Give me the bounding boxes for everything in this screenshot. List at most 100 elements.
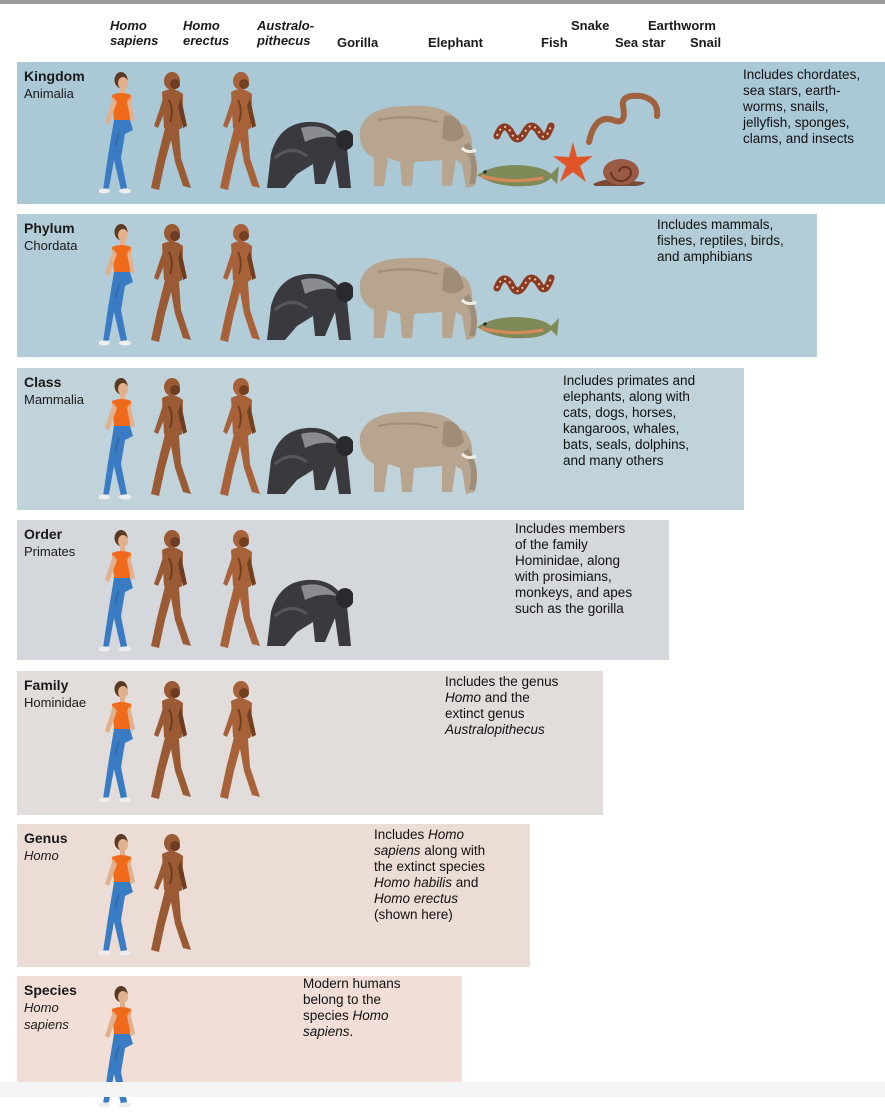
organism-human <box>99 70 145 201</box>
description-line: elephants, along with <box>563 389 695 405</box>
description-line: and amphibians <box>657 249 784 265</box>
column-header-snake: Snake <box>571 18 609 33</box>
description-line: species Homo <box>303 1008 401 1024</box>
description-line: extinct genus <box>445 706 558 722</box>
taxon-name: Mammalia <box>24 391 84 408</box>
description-line: worms, snails, <box>743 99 860 115</box>
column-header-homo-erectus: Homo erectus <box>183 18 229 48</box>
organism-australopithecus <box>218 222 264 351</box>
description-line: Includes members <box>515 521 632 537</box>
taxon-name: Homo sapiens <box>24 999 77 1033</box>
description-line: (shown here) <box>374 907 485 923</box>
rank-name: Family <box>24 677 86 694</box>
description-line: the extinct species <box>374 859 485 875</box>
description-line: Homo and the <box>445 690 558 706</box>
description-line: of the family <box>515 537 632 553</box>
organism-human <box>99 222 145 353</box>
rank-name: Genus <box>24 830 68 847</box>
taxon-name: Animalia <box>24 85 85 102</box>
description-line: such as the gorilla <box>515 601 632 617</box>
description-line: with prosimians, <box>515 569 632 585</box>
organism-snail <box>591 154 649 193</box>
organism-erectus <box>149 70 195 199</box>
top-rule <box>0 0 885 4</box>
column-header-snail: Snail <box>690 35 721 50</box>
organism-human <box>99 679 145 810</box>
description-line: Includes the genus <box>445 674 558 690</box>
description-line: Australopithecus <box>445 722 558 738</box>
organism-snake <box>493 116 555 157</box>
description-line: Includes mammals, <box>657 217 784 233</box>
organism-earthworm <box>583 92 663 153</box>
description-line: Hominidae, along <box>515 553 632 569</box>
level-description: Includes chordates,sea stars, earth-worm… <box>743 67 860 147</box>
organism-human <box>99 528 145 659</box>
organism-elephant <box>348 252 480 349</box>
organism-erectus <box>149 376 195 505</box>
rank-name: Kingdom <box>24 68 85 85</box>
organism-fish <box>473 312 561 347</box>
column-header-australopithecus: Australo- pithecus <box>257 18 314 48</box>
organism-snake <box>493 268 555 309</box>
description-line: cats, dogs, horses, <box>563 405 695 421</box>
description-line: and many others <box>563 453 695 469</box>
description-line: monkeys, and apes <box>515 585 632 601</box>
organism-elephant <box>348 406 480 503</box>
organism-australopithecus <box>218 528 264 657</box>
description-line: Homo habilis and <box>374 875 485 891</box>
organism-erectus <box>149 832 195 961</box>
organism-australopithecus <box>218 679 264 808</box>
description-line: Includes chordates, <box>743 67 860 83</box>
organism-human <box>99 376 145 507</box>
description-line: jellyfish, sponges, <box>743 115 860 131</box>
column-header-gorilla: Gorilla <box>337 35 378 50</box>
organism-elephant <box>348 100 480 197</box>
rank-name: Species <box>24 982 77 999</box>
organism-gorilla <box>261 572 353 655</box>
description-line: Homo erectus <box>374 891 485 907</box>
description-line: Includes Homo <box>374 827 485 843</box>
description-line: sapiens along with <box>374 843 485 859</box>
description-line: belong to the <box>303 992 401 1008</box>
organism-erectus <box>149 222 195 351</box>
description-line: kangaroos, whales, <box>563 421 695 437</box>
rank-name: Phylum <box>24 220 77 237</box>
organism-fish <box>473 160 561 195</box>
column-header-sea-star: Sea star <box>615 35 666 50</box>
description-line: sea stars, earth- <box>743 83 860 99</box>
organism-erectus <box>149 528 195 657</box>
description-line: bats, seals, dolphins, <box>563 437 695 453</box>
bottom-edge <box>0 1082 885 1097</box>
rank-name: Class <box>24 374 84 391</box>
column-header-elephant: Elephant <box>428 35 483 50</box>
column-header-homo-sapiens: Homo sapiens <box>110 18 158 48</box>
description-line: sapiens. <box>303 1024 401 1040</box>
taxon-name: Chordata <box>24 237 77 254</box>
description-line: clams, and insects <box>743 131 860 147</box>
rank-name: Order <box>24 526 75 543</box>
level-description: Includes mammals,fishes, reptiles, birds… <box>657 217 784 265</box>
taxon-name: Primates <box>24 543 75 560</box>
organism-australopithecus <box>218 70 264 199</box>
organism-gorilla <box>261 114 353 197</box>
organism-gorilla <box>261 266 353 349</box>
organism-human <box>99 832 145 963</box>
description-line: fishes, reptiles, birds, <box>657 233 784 249</box>
